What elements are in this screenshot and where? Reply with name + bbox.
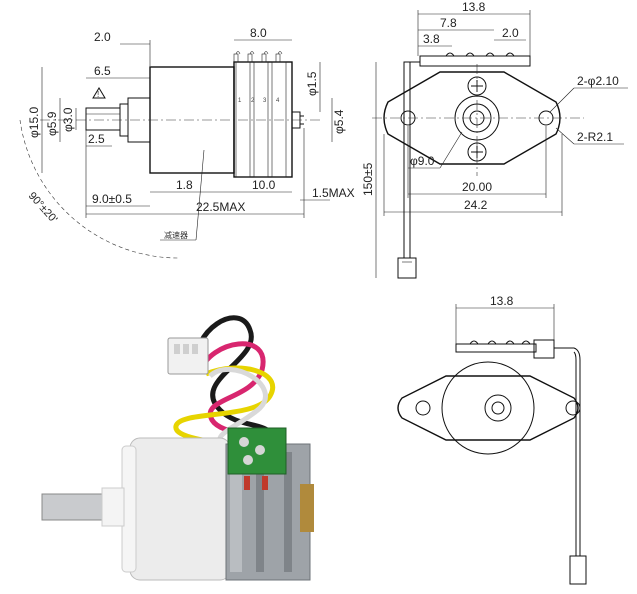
dim-phi3-0: φ3.0 <box>61 107 75 132</box>
dim-24-2: 24.2 <box>464 198 488 212</box>
dim-13-8-front: 13.8 <box>462 0 486 14</box>
lead-wire-back <box>554 347 581 556</box>
dim-2-0-side: 2.0 <box>94 30 111 44</box>
dim-22-5max: 22.5MAX <box>196 200 245 214</box>
connector-back <box>569 555 587 585</box>
warning-mark: ! <box>97 90 99 99</box>
front-view: 13.8 7.8 3.8 2.0 2-φ2.10 <box>361 0 628 279</box>
dim-9-0: 9.0±0.5 <box>92 192 132 206</box>
photo-gearbox <box>129 437 231 581</box>
side-view: 1 2 3 4 2.0 8.0 6.5 ! φ15.0 φ5.9 φ3.0 <box>19 26 355 259</box>
back-flange <box>397 375 579 441</box>
dim-2-phi2-10: 2-φ2.10 <box>577 74 619 88</box>
output-shaft <box>85 107 121 131</box>
dim-2-5: 2.5 <box>88 132 105 146</box>
warning-triangle-icon <box>92 87 106 99</box>
dim-phi15: φ15.0 <box>27 107 41 138</box>
motor-photo <box>41 315 314 581</box>
dim-phi5-4: φ5.4 <box>332 109 346 134</box>
connector-front <box>397 257 417 279</box>
dim-phi9-0: φ9.0 <box>410 154 435 168</box>
photo-connector <box>167 337 209 375</box>
mounting-flange <box>383 71 561 165</box>
dim-phi1-5: φ1.5 <box>305 71 319 96</box>
dim-10-0: 10.0 <box>252 178 276 192</box>
wire-black <box>193 315 277 441</box>
dim-13-8-back: 13.8 <box>490 294 514 308</box>
terminal-number-2: 2 <box>251 98 255 104</box>
dim-phi5-9: φ5.9 <box>45 111 59 136</box>
dim-7-8: 7.8 <box>440 16 457 30</box>
back-view: 13.8 <box>397 294 587 585</box>
terminal-number-1: 1 <box>238 98 242 104</box>
dim-2-0-front: 2.0 <box>502 26 519 40</box>
terminal-pins <box>233 51 283 63</box>
lead-wire-front <box>403 61 420 258</box>
dim-1-5max: 1.5MAX <box>312 186 355 200</box>
dim-8-0: 8.0 <box>250 26 267 40</box>
dim-1-8: 1.8 <box>176 178 193 192</box>
terminal-number-4: 4 <box>276 98 280 104</box>
dim-2-r2-1: 2-R2.1 <box>577 130 613 144</box>
dim-20-00: 20.00 <box>462 180 492 194</box>
dim-3-8: 3.8 <box>423 32 440 46</box>
dim-150: 150±5 <box>361 162 375 196</box>
dim-6-5: 6.5 <box>94 64 111 78</box>
gearbox-note: 减速器 <box>164 230 188 240</box>
terminal-number-3: 3 <box>263 98 267 104</box>
dim-angle: 90°±20' <box>26 190 60 226</box>
motor-can <box>233 61 293 178</box>
